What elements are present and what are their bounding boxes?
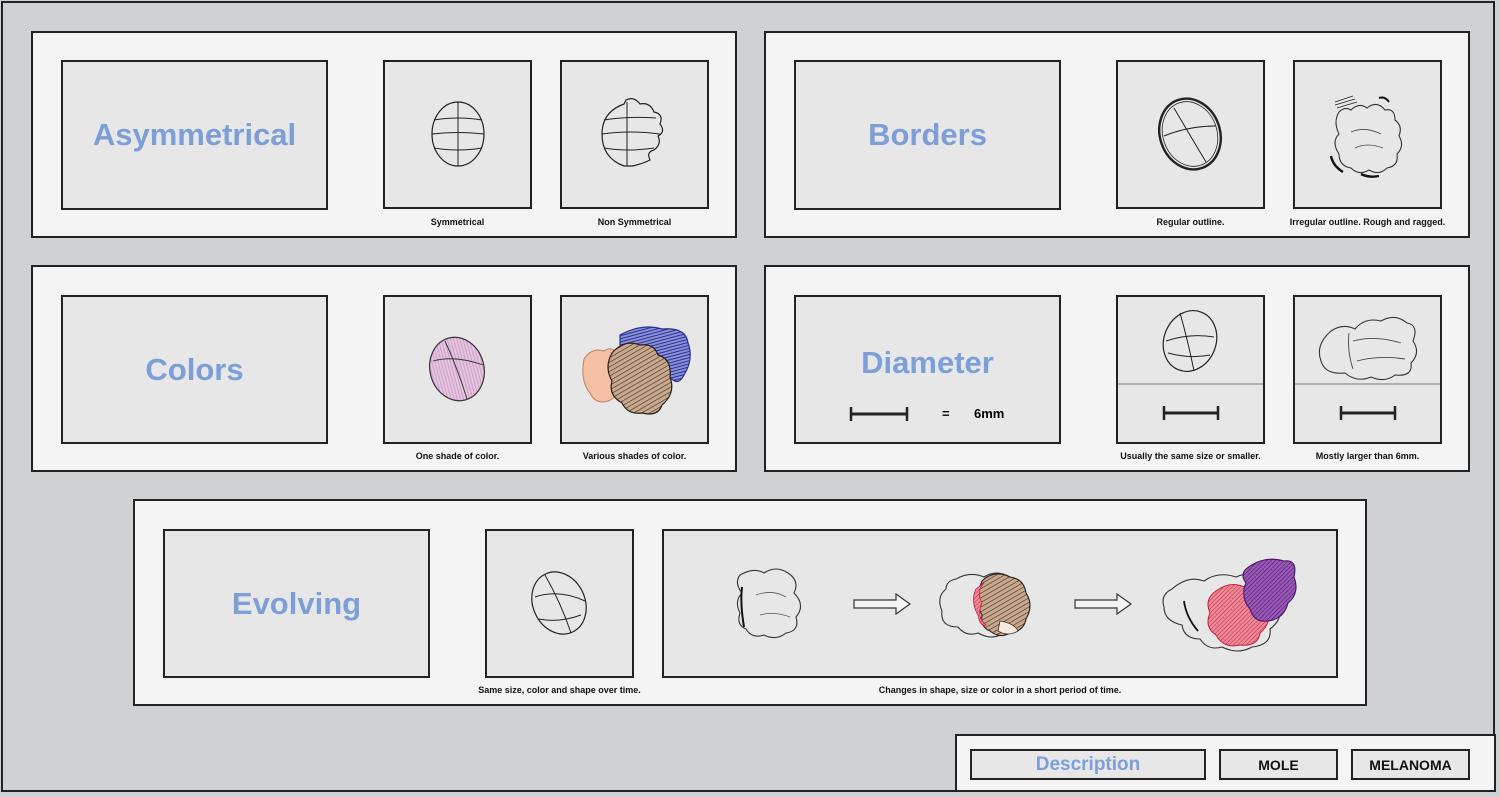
irregular-outline-melanoma-illustration — [1329, 95, 1403, 178]
colors-mole-box — [383, 295, 532, 444]
large-melanoma-illustration — [1295, 316, 1440, 420]
symmetrical-mole-illustration — [431, 101, 485, 167]
borders-melanoma-caption: Irregular outline. Rough and ragged. — [1289, 217, 1446, 227]
colors-melanoma-caption: Various shades of color. — [582, 451, 687, 461]
diameter-melanoma-caption: Mostly larger than 6mm. — [1315, 451, 1420, 461]
evolving-title: Evolving — [231, 585, 362, 621]
evolving-arrow-1-icon — [853, 592, 912, 616]
borders-panel: Borders Regular outline. Irregular outli… — [764, 31, 1470, 238]
legend-mole-text: MOLE — [1258, 756, 1299, 773]
scale-equals: = — [942, 406, 950, 421]
legend-panel: Description MOLE MELANOMA — [955, 734, 1496, 792]
evolving-mole-caption: Same size, color and shape over time. — [478, 685, 641, 695]
scale-value: 6mm — [974, 406, 1005, 421]
asymmetry-title: Asymmetrical — [92, 117, 297, 152]
legend-description-text: Description — [1035, 753, 1141, 775]
diameter-melanoma-box — [1293, 295, 1442, 444]
legend-mole-button[interactable]: MOLE — [1219, 749, 1338, 780]
diameter-title: Diameter — [861, 345, 994, 380]
borders-title: Borders — [868, 117, 987, 152]
legend-melanoma-text: MELANOMA — [1369, 756, 1452, 773]
scale-bar-icon — [849, 407, 909, 421]
evolving-melanoma-illustration — [736, 558, 1297, 652]
colors-mole-caption: One shade of color. — [415, 451, 500, 461]
legend-melanoma-button[interactable]: MELANOMA — [1351, 749, 1470, 780]
colors-title-box: Colors — [61, 295, 328, 444]
diameter-title-box: Diameter = 6mm — [794, 295, 1061, 444]
evolving-stage-1 — [736, 568, 802, 639]
legend-description-label: Description — [970, 749, 1206, 780]
asymmetry-title-box: Asymmetrical — [61, 60, 328, 210]
colors-melanoma-box — [560, 295, 709, 444]
evolving-melanoma-box — [662, 529, 1338, 678]
scale-row: = 6mm — [796, 404, 1059, 424]
borders-mole-caption: Regular outline. — [1156, 217, 1225, 227]
borders-mole-box — [1116, 60, 1265, 209]
colors-title: Colors — [145, 351, 244, 387]
one-shade-mole-illustration — [429, 336, 485, 402]
asymmetry-mole-caption: Symmetrical — [430, 217, 485, 227]
asymmetry-mole-box — [383, 60, 532, 209]
evolving-mole-box — [485, 529, 634, 678]
small-mole-illustration — [1118, 310, 1263, 420]
regular-outline-mole-illustration — [1158, 97, 1222, 171]
asymmetrical-melanoma-illustration — [601, 98, 664, 167]
various-shades-melanoma-illustration — [582, 326, 691, 415]
diameter-panel: Diameter = 6mm Usually the same size or … — [764, 265, 1470, 472]
evolving-melanoma-caption: Changes in shape, size or color in a sho… — [878, 685, 1122, 695]
evolving-stage-2 — [939, 572, 1031, 638]
diameter-mole-box — [1116, 295, 1265, 444]
borders-melanoma-box — [1293, 60, 1442, 209]
borders-title-box: Borders — [794, 60, 1061, 210]
colors-panel: Colors One shade of color. Various shade… — [31, 265, 737, 472]
evolving-arrow-2-icon — [1074, 592, 1133, 616]
asymmetry-panel: Asymmetrical Symmetrical Non Symmetrical — [31, 31, 737, 238]
evolving-stage-3 — [1162, 558, 1297, 652]
evolving-panel: Evolving Same size, color and shape over… — [133, 499, 1367, 706]
asymmetry-melanoma-caption: Non Symmetrical — [597, 217, 672, 227]
asymmetry-melanoma-box — [560, 60, 709, 209]
evolving-title-box: Evolving — [163, 529, 430, 678]
diameter-mole-caption: Usually the same size or smaller. — [1120, 451, 1261, 461]
stable-mole-illustration — [531, 571, 587, 635]
